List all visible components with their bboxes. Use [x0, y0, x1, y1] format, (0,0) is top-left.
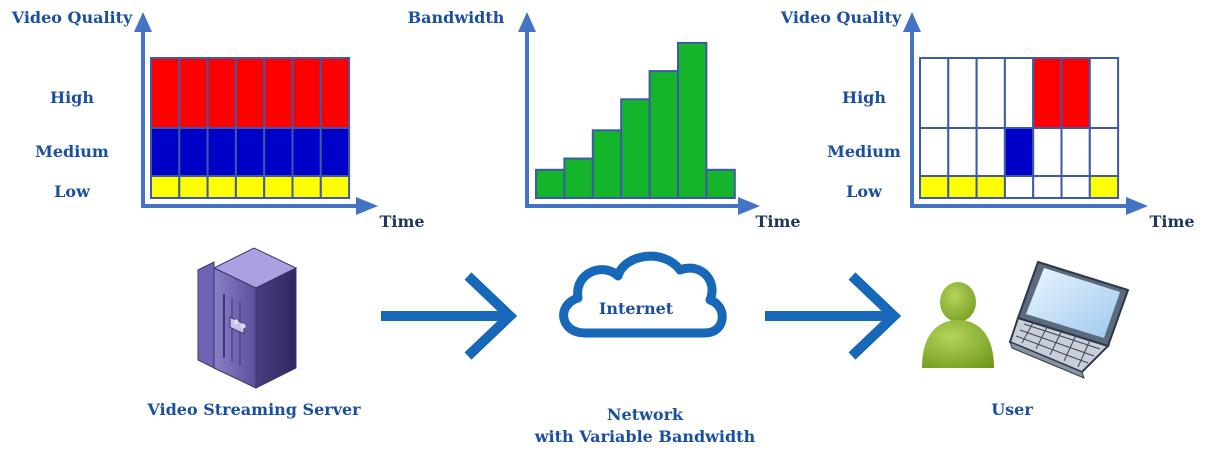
bandwidth-x-axis-arrowhead [738, 197, 760, 215]
server-quality-cell-7-level-1 [319, 175, 351, 199]
server-label: Video Streaming Server [147, 400, 361, 419]
user-quality-cell-1-level-1 [919, 175, 950, 199]
bandwidth-bar-6 [677, 41, 708, 200]
server-quality-cell-1-level-3 [150, 57, 181, 129]
user-quality-cell-6-level-2 [1060, 127, 1091, 177]
bandwidth-bar-3 [591, 129, 623, 200]
server-quality-cell-4-level-3 [234, 57, 266, 129]
server-quality-cell-6-level-2 [291, 127, 322, 177]
user-x-axis-arrowhead [1126, 197, 1148, 215]
network-label-line1: Network [606, 405, 684, 424]
user-level-low: Low [846, 182, 883, 201]
server-quality-cell-7-level-2 [319, 127, 351, 177]
user-x-title: Time [1149, 212, 1194, 231]
server-caption: Video Streaming Server [134, 399, 374, 421]
cloud-label: Internet [599, 299, 674, 318]
server-x-axis-arrowhead [356, 197, 378, 215]
user-quality-cell-2-level-1 [947, 175, 978, 199]
user-label: User [991, 400, 1033, 419]
server-quality-cell-5-level-1 [263, 175, 294, 199]
user-quality-cell-1-level-3 [919, 57, 950, 129]
server-quality-cell-2-level-2 [178, 127, 209, 177]
user-quality-cell-1-level-2 [919, 127, 950, 177]
user-y-axis-arrowhead [903, 12, 921, 32]
user-quality-cell-5-level-1 [1032, 175, 1063, 199]
chevron-arrow-icon-right [765, 272, 902, 360]
network-label-line2: with Variable Bandwidth [534, 427, 756, 446]
user-quality-cells [919, 57, 1120, 199]
user-quality-cell-7-level-1 [1088, 175, 1120, 199]
user-person-icon [922, 282, 994, 368]
server-quality-chart: Video Quality Time High Medium Low [11, 8, 425, 231]
cloud-icon: Internet [559, 251, 727, 338]
server-y-title: Video Quality [11, 8, 133, 27]
bandwidth-bar-1 [535, 168, 566, 200]
user-quality-cell-6-level-3 [1060, 57, 1091, 129]
chevron-arrow-icon-left [381, 272, 518, 360]
server-level-medium: Medium [35, 142, 109, 161]
user-quality-cell-4-level-3 [1003, 57, 1035, 129]
server-rack-icon [197, 247, 298, 389]
bandwidth-chart: Bandwidth Time [408, 8, 801, 231]
user-quality-cell-5-level-3 [1032, 57, 1063, 129]
laptop-icon [1008, 260, 1130, 379]
server-quality-cell-3-level-1 [206, 175, 237, 199]
server-level-high: High [50, 88, 94, 107]
user-quality-cell-5-level-2 [1032, 127, 1063, 177]
user-quality-cell-6-level-1 [1060, 175, 1091, 199]
server-quality-cell-6-level-1 [291, 175, 322, 199]
server-x-title: Time [379, 212, 424, 231]
bandwidth-x-title: Time [755, 212, 800, 231]
user-quality-cell-2-level-3 [947, 57, 978, 129]
bandwidth-bar-2 [563, 157, 594, 200]
user-quality-chart: Video Quality Time High Medium Low [780, 8, 1195, 231]
server-quality-cell-5-level-3 [263, 57, 294, 129]
user-level-high: High [842, 88, 886, 107]
server-quality-cell-1-level-2 [150, 127, 181, 177]
server-quality-cell-3-level-2 [206, 127, 237, 177]
bandwidth-y-title: Bandwidth [408, 8, 505, 27]
server-quality-cell-1-level-1 [150, 175, 181, 199]
user-quality-cell-3-level-2 [975, 127, 1006, 177]
bandwidth-bar-7 [705, 168, 736, 200]
server-quality-cell-2-level-1 [178, 175, 209, 199]
user-quality-cell-2-level-2 [947, 127, 978, 177]
user-level-medium: Medium [827, 142, 901, 161]
server-quality-cell-2-level-3 [178, 57, 209, 129]
user-quality-cell-4-level-2 [1003, 127, 1035, 177]
network-caption: Network with Variable Bandwidth [520, 404, 770, 448]
bandwidth-bar-5 [648, 70, 679, 199]
bandwidth-y-axis-arrowhead [518, 12, 536, 32]
server-quality-cell-3-level-3 [206, 57, 237, 129]
server-quality-cell-5-level-2 [263, 127, 294, 177]
user-quality-cell-4-level-1 [1003, 175, 1035, 199]
server-quality-cell-4-level-1 [234, 175, 266, 199]
user-caption: User [972, 399, 1052, 421]
user-quality-cell-3-level-1 [975, 175, 1006, 199]
server-y-axis-arrowhead [134, 12, 152, 32]
user-quality-cell-7-level-2 [1088, 127, 1120, 177]
bandwidth-bar-4 [620, 98, 651, 199]
user-quality-cell-7-level-3 [1088, 57, 1120, 129]
server-quality-cell-7-level-3 [319, 57, 351, 129]
bandwidth-bars [535, 41, 736, 200]
server-quality-cells [150, 57, 351, 199]
user-y-title: Video Quality [780, 8, 902, 27]
server-quality-cell-4-level-2 [234, 127, 266, 177]
server-level-low: Low [54, 182, 91, 201]
user-quality-cell-3-level-3 [975, 57, 1006, 129]
server-quality-cell-6-level-3 [291, 57, 322, 129]
